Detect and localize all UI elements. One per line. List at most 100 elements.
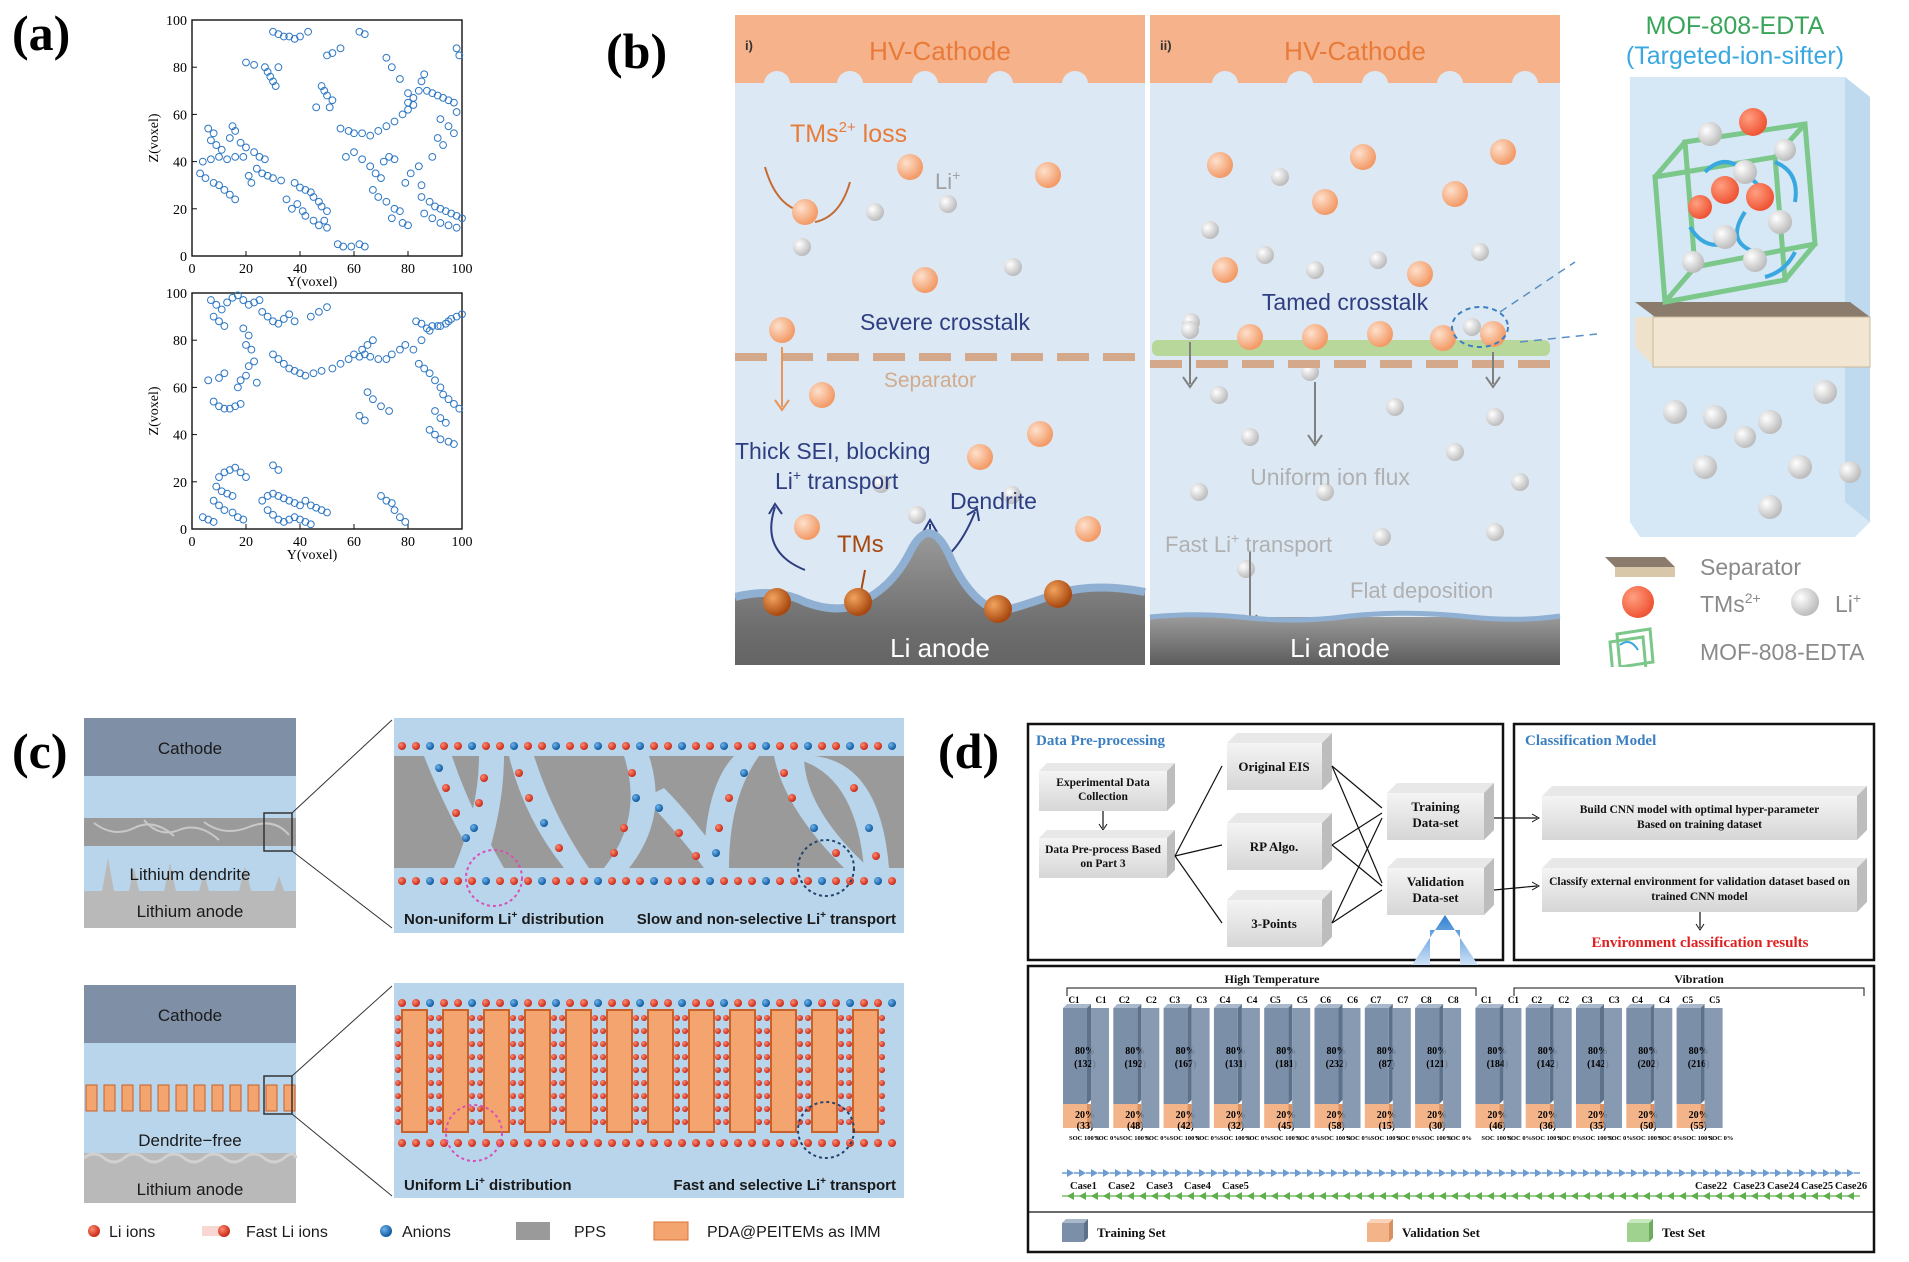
scatter-point <box>336 44 345 53</box>
scatter-point <box>374 127 383 135</box>
val-count: (42) <box>1177 1121 1194 1132</box>
scatter-point <box>261 155 269 164</box>
mof-title-line1: MOF-808-EDTA <box>1646 12 1825 40</box>
li-ion-dot <box>860 742 868 750</box>
anion-dot <box>762 742 770 750</box>
anion-dot <box>810 824 818 832</box>
scatter-point <box>209 518 218 526</box>
scatter-point <box>231 152 240 161</box>
scatter-point <box>217 145 226 154</box>
li-ion-dot <box>428 1067 434 1073</box>
validation-bar <box>1264 1104 1289 1128</box>
scatter-point <box>209 312 218 321</box>
scatter-point <box>296 501 304 510</box>
li-ion-dot <box>600 1015 606 1021</box>
anion-dot <box>678 742 686 750</box>
scatter-point <box>271 82 280 90</box>
uniform-ion-flux-label: Uniform ion flux <box>1250 464 1410 490</box>
li-ion-dot <box>682 1080 688 1086</box>
scatter-point <box>452 44 461 53</box>
imm-channel-small <box>211 1084 224 1112</box>
li-ion-label: Li+ <box>935 167 960 194</box>
imm-channel-small <box>283 1084 296 1112</box>
li-ion-dot <box>706 742 714 750</box>
li-ion-dot <box>805 1067 811 1073</box>
legend-d-test: Test Set <box>1662 1225 1706 1240</box>
scatter-point <box>382 53 391 62</box>
scatter-point <box>431 376 439 385</box>
scatter-point <box>325 103 334 112</box>
validation-bar <box>1676 1104 1701 1128</box>
li-ion-dot <box>452 809 460 817</box>
li-ion-dot <box>764 1080 770 1086</box>
li-ion-dot <box>440 999 448 1007</box>
original-eis-text: Original EIS <box>1238 759 1309 774</box>
anion-dot <box>470 824 478 832</box>
scatter-point <box>401 341 410 349</box>
anion-dot <box>468 742 476 750</box>
tm-ions-ii <box>1207 139 1516 287</box>
li-ion-dot <box>592 1119 598 1125</box>
li-ion-dot <box>622 742 630 750</box>
li-ion-dot <box>641 1015 647 1021</box>
group-label: C3 <box>1169 995 1180 1005</box>
scatter-point <box>317 82 326 90</box>
tms-loss-label: TMs2+ loss <box>790 119 907 148</box>
case-label-24: Case24 <box>1767 1181 1800 1192</box>
subpanel-i: i) HV-Cathode TMs2+ loss Li+ Sever <box>735 15 1146 665</box>
li-ion-dot <box>395 1054 401 1060</box>
scatter-point <box>366 352 375 361</box>
li-ion-dot <box>846 1119 852 1125</box>
val-count: (48) <box>1127 1121 1144 1132</box>
li-ion-dot <box>600 1119 606 1125</box>
scatter-point <box>279 359 288 368</box>
x-tick-label: 20 <box>239 262 253 277</box>
scatter-point <box>328 364 337 373</box>
li-ion-dot <box>610 849 618 857</box>
rp-algo-text: RP Algo. <box>1250 839 1298 854</box>
anion-dot <box>636 999 644 1007</box>
train-percent: 80% <box>1689 1046 1709 1057</box>
li-ion-dot <box>682 1067 688 1073</box>
y-tick-label: 80 <box>173 61 187 76</box>
li-ion-dot <box>832 1139 840 1147</box>
li-ion-dot <box>715 1106 721 1112</box>
training-bar <box>1415 1008 1440 1104</box>
li-ion-dot <box>682 1028 688 1034</box>
li-ion-dot <box>518 1093 524 1099</box>
scatter-point <box>360 416 369 425</box>
scatter-point <box>387 350 396 359</box>
scatter-point <box>317 202 326 211</box>
li-ion-dot <box>797 1093 803 1099</box>
classification-title: Classification Model <box>1525 733 1656 749</box>
scatter-point <box>450 440 458 448</box>
li-ion-dot <box>715 1080 721 1086</box>
scatter-point <box>236 400 245 408</box>
sei-label-line2: Li+ transport <box>775 467 899 494</box>
scatter-point <box>420 364 429 373</box>
li-ion-dot <box>715 1093 721 1099</box>
imm-channel-small <box>103 1084 116 1112</box>
li-ion-dot <box>566 742 574 750</box>
anion-dot <box>720 999 728 1007</box>
li-ion-dot <box>559 1015 565 1021</box>
scatter-point <box>312 103 321 112</box>
scatter-point <box>404 221 412 230</box>
anion-dot <box>594 877 602 885</box>
case-label-22: Case22 <box>1695 1181 1727 1192</box>
val-percent: 20% <box>1538 1110 1558 1121</box>
scatter-point <box>196 169 204 178</box>
scatter-point <box>428 152 437 161</box>
training-bar <box>1063 1008 1087 1104</box>
li-ion-dot <box>442 784 450 792</box>
ii-tag: ii) <box>1160 38 1172 53</box>
anode-label-ii: Li anode <box>1290 633 1390 663</box>
val-percent: 20% <box>1327 1110 1347 1121</box>
li-ion-dot <box>682 1041 688 1047</box>
scatter-point <box>234 383 242 392</box>
scatter-point <box>417 181 426 190</box>
li-ion-dot <box>776 999 784 1007</box>
li-ion-dot <box>440 877 448 885</box>
scatter-point <box>444 221 453 230</box>
